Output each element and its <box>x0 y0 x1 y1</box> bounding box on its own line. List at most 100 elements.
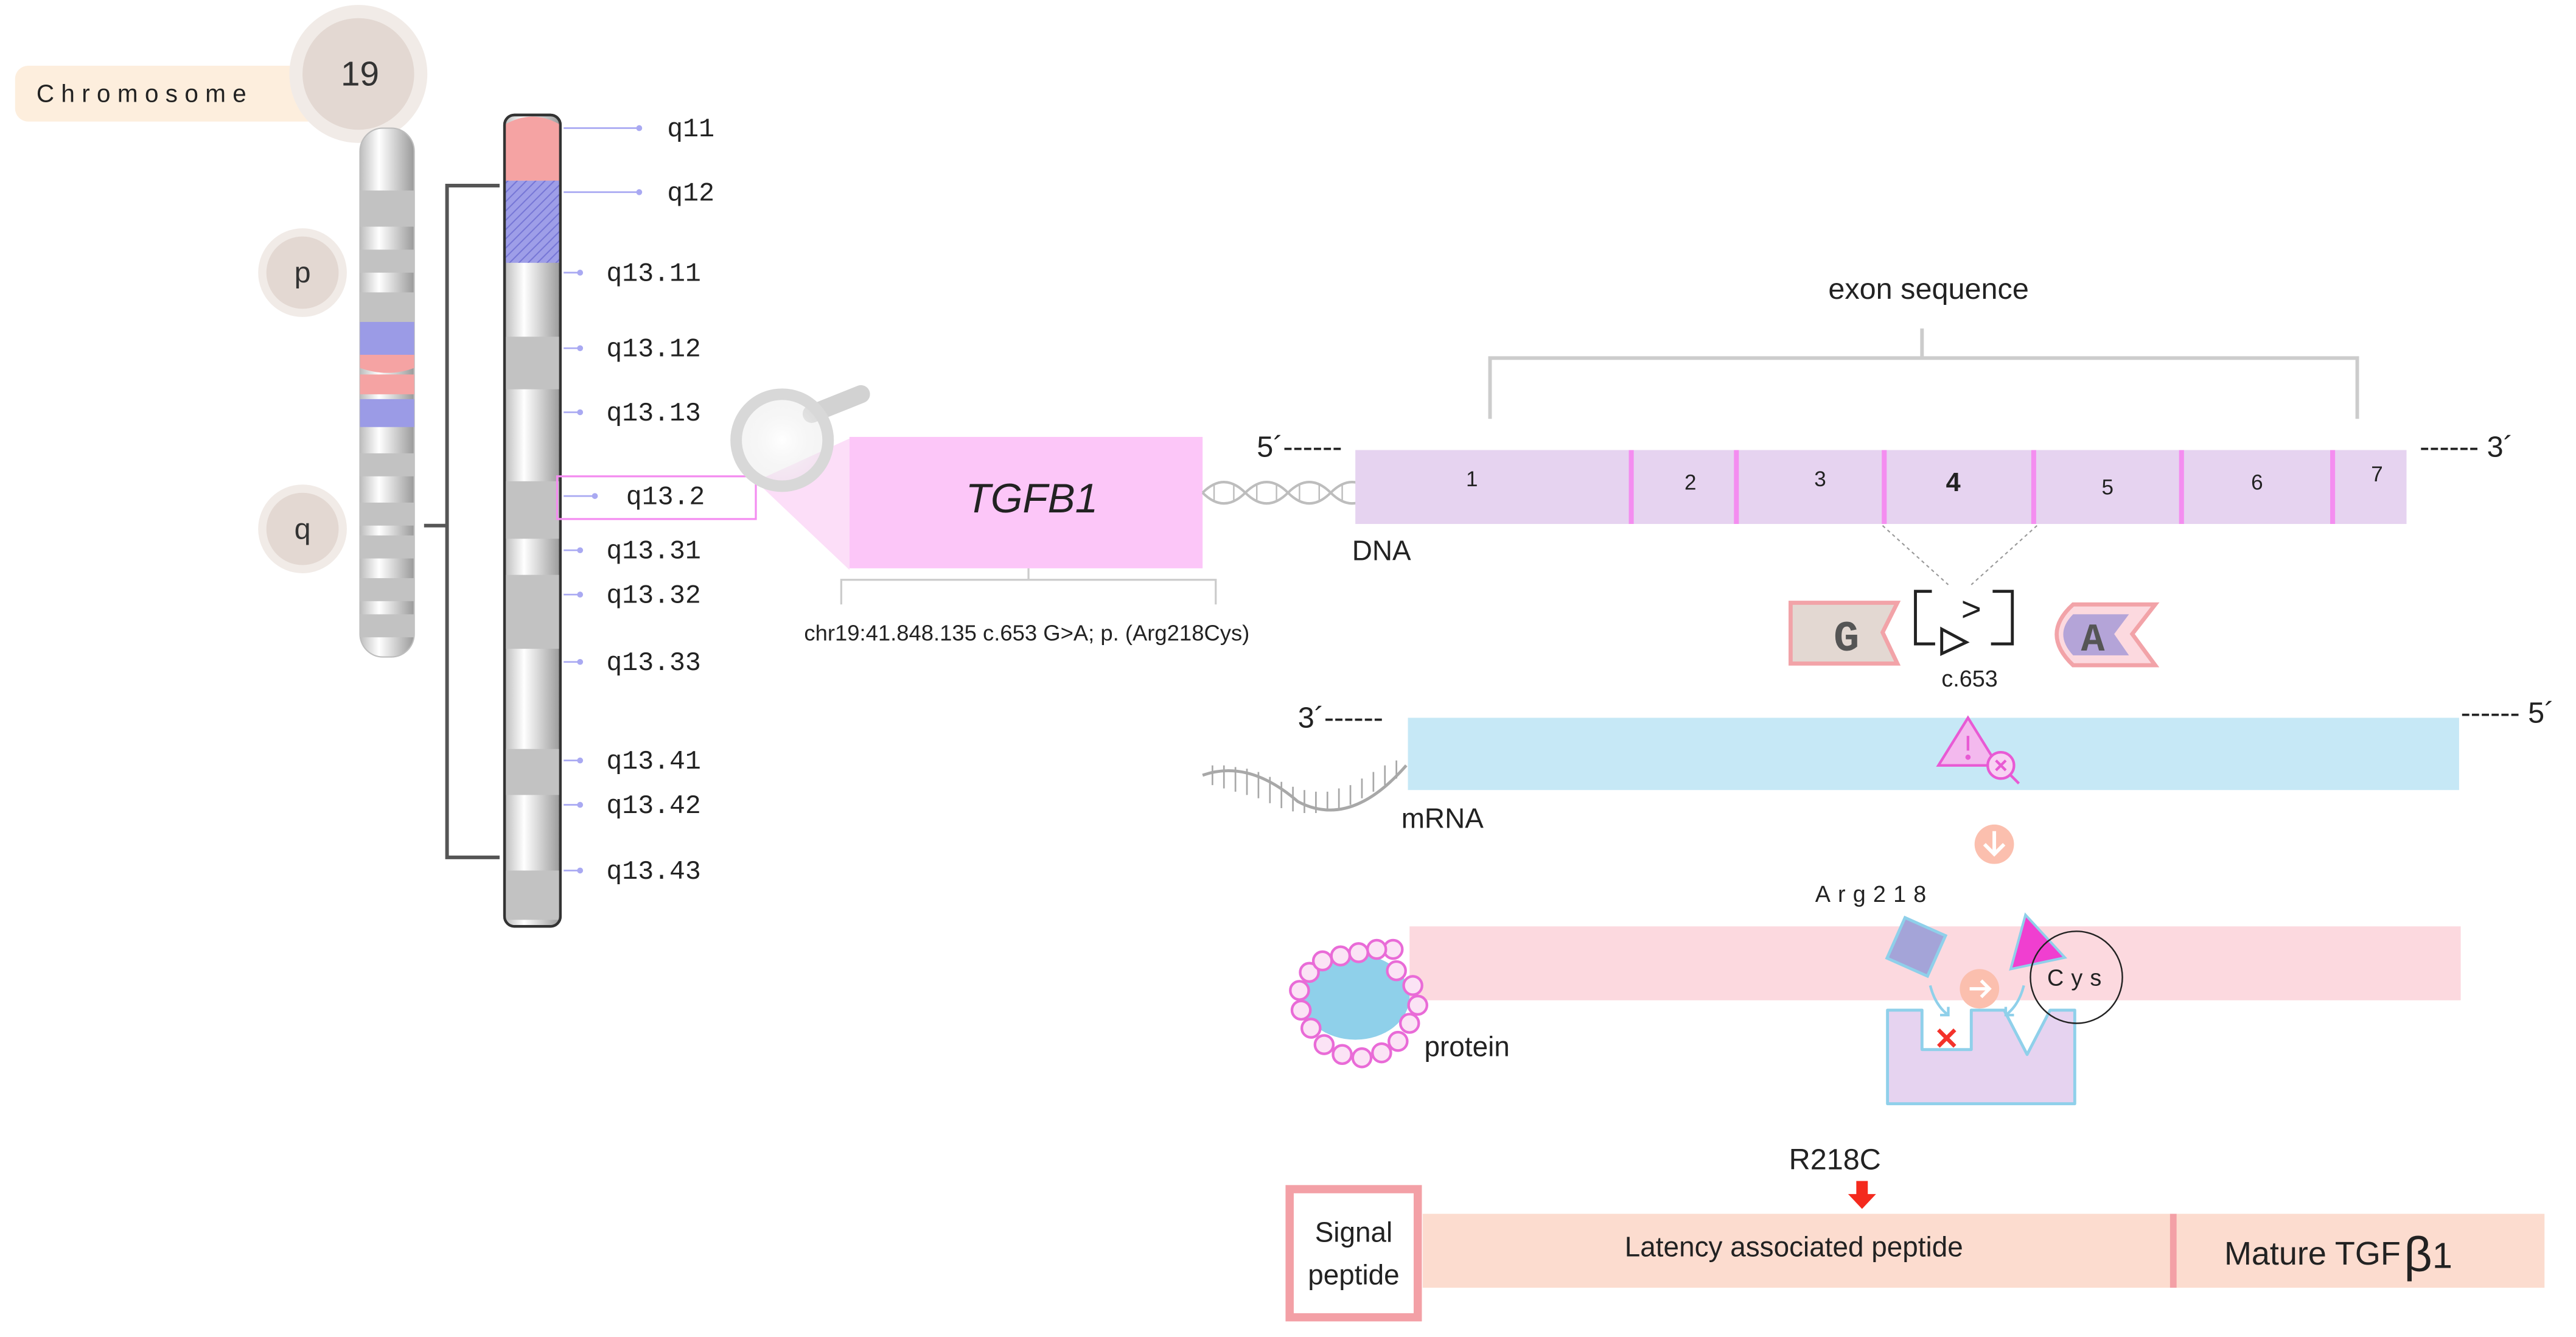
alt-residue-label: Cys <box>2047 965 2109 991</box>
band-label: q13.2 <box>626 483 705 512</box>
protein-bead <box>1348 942 1369 963</box>
dna-label: DNA <box>1352 534 1411 566</box>
exon-label: 1 <box>1466 467 1478 491</box>
exon-label: 3 <box>1814 467 1826 491</box>
exon-divider <box>2031 450 2036 524</box>
protein-bead <box>1290 999 1312 1021</box>
alt-base-icon: A <box>2054 602 2160 668</box>
chromosome-number: 19 <box>341 55 379 93</box>
mrna-label: mRNA <box>1401 802 1484 834</box>
band-label: q11 <box>667 114 714 144</box>
dna-bar <box>1355 450 2407 524</box>
protein-bead <box>1311 950 1333 972</box>
band-tick-dot <box>577 658 584 665</box>
domain-bar <box>1422 1213 2545 1288</box>
band-labels: q11 q12 q13.11 q13.12 q13.13 q13.2 q13.31 q13.3… <box>564 114 714 887</box>
exon-divider <box>2179 450 2184 524</box>
exon-label: 2 <box>1684 470 1697 494</box>
protein-bead <box>1313 1034 1335 1055</box>
warning-search-icon <box>1936 715 2020 784</box>
chromosome-header: Chromosome 19 <box>15 5 428 143</box>
protein-bead <box>1407 994 1428 1016</box>
dna-helix-icon <box>1201 481 1375 505</box>
band-tick-dot <box>577 801 584 808</box>
arm-q-label: q <box>295 512 311 545</box>
chromosome-label: Chromosome <box>37 79 253 107</box>
band-label: q13.11 <box>606 259 700 289</box>
band-tick-dot <box>577 547 584 554</box>
protein-bead <box>1299 962 1320 983</box>
protein-bead <box>1366 938 1387 960</box>
band-label: q13.32 <box>606 581 700 611</box>
cys-circle <box>2030 930 2123 1024</box>
dna-end-left: 5´------ <box>1257 430 1342 463</box>
band-label: q13.43 <box>606 857 700 887</box>
protein-bead <box>1332 1044 1353 1066</box>
mrna-bar <box>1408 717 2459 791</box>
down-arrow-icon <box>1974 824 2014 864</box>
exon-divider <box>1882 450 1887 524</box>
exon-label: 7 <box>2371 463 2383 486</box>
zoom-bracket <box>424 184 500 859</box>
mature-divider <box>2169 1213 2177 1288</box>
band-label: q13.31 <box>606 537 700 567</box>
binding-pocket-icon <box>1886 1008 2076 1106</box>
band-highlight-box <box>556 475 757 520</box>
band-label: q13.13 <box>606 399 700 428</box>
protein-label: protein <box>1425 1030 1510 1062</box>
band-tick-dot <box>592 493 598 499</box>
protein-bead <box>1351 1047 1373 1069</box>
arm-p-label: p <box>295 256 311 289</box>
band-tick-dot <box>577 867 584 874</box>
protein-bead <box>1371 1042 1392 1064</box>
signal-peptide-box <box>1285 1185 1422 1322</box>
chromosome-ideogram-large <box>503 113 562 928</box>
band-tick-dot <box>577 345 584 352</box>
exon-bracket <box>1488 328 2359 419</box>
band-label: q13.12 <box>606 335 700 365</box>
exon-label: 4 <box>1946 468 1961 497</box>
arm-p-badge: p <box>258 228 347 317</box>
cysteine-triangle-icon <box>2009 912 2068 971</box>
chromosome-label-pill <box>15 65 327 122</box>
substitution-symbol <box>1914 590 2014 657</box>
chromosome-number-circle <box>302 18 414 130</box>
band-tick-dot <box>636 125 643 131</box>
exon4-zoom-lines <box>1882 525 2037 585</box>
band-tick-dot <box>577 409 584 416</box>
protein-icon <box>1289 938 1428 1069</box>
magnifier-icon <box>730 385 870 570</box>
mature-sub: 1 <box>2432 1235 2452 1276</box>
variant-arrow-icon <box>1848 1181 1876 1209</box>
dna-end-right: ------ 3´ <box>2420 430 2513 463</box>
exon-label: 5 <box>2102 475 2114 499</box>
mrna-end-right: ------ 5´ <box>2461 697 2555 730</box>
band-label: q12 <box>667 178 714 208</box>
signal-peptide-line2: peptide <box>1308 1259 1400 1291</box>
gene-box <box>849 436 1203 568</box>
protein-bead <box>1289 980 1310 1001</box>
substitution-sign: > <box>1961 590 1981 629</box>
mutation-position: c.653 <box>1941 666 1997 692</box>
mature-beta: β <box>2404 1227 2432 1282</box>
exon-divider <box>1734 450 1739 524</box>
alt-base-label: A <box>2081 618 2105 663</box>
exon-sequence-header: exon sequence <box>1828 273 2029 305</box>
arm-q-badge: q <box>258 484 347 573</box>
arginine-square-icon <box>1885 915 1948 979</box>
exchange-arrows-icon <box>1929 985 2025 1017</box>
mrna-strand-icon <box>1202 760 1408 814</box>
band-tick-dot <box>636 189 643 195</box>
protein-bead <box>1386 960 1407 982</box>
protein-bead <box>1402 975 1423 996</box>
variant-label: R218C <box>1789 1143 1881 1176</box>
gene-name: TGFB1 <box>966 476 1098 522</box>
variant-description: chr19:41.848.135 c.653 G>A; p. (Arg218Cy… <box>804 621 1249 646</box>
band-tick-dot <box>577 757 584 764</box>
ref-base-label: G <box>1834 616 1859 664</box>
lap-label: Latency associated peptide <box>1625 1231 1963 1263</box>
protein-bead <box>1300 1018 1322 1039</box>
